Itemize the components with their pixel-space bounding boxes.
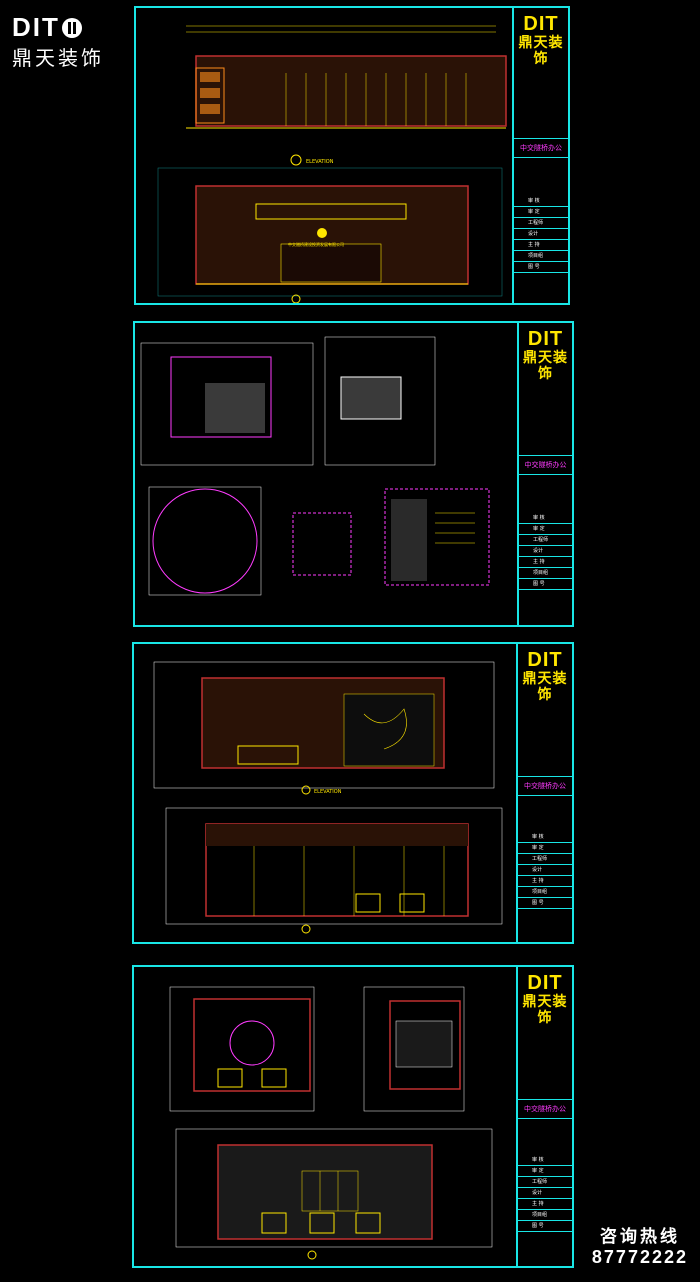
- svg-text:ELEVATION: ELEVATION: [306, 159, 334, 165]
- hotline-number: 87772222: [591, 1247, 688, 1267]
- svg-text:中交隧桥建设投资发展有限公司: 中交隧桥建设投资发展有限公司: [288, 241, 344, 247]
- logo-chinese: 鼎天装饰: [12, 46, 104, 70]
- sheet-2-drawing: [140, 336, 490, 596]
- logo-o-icon: [61, 18, 82, 38]
- hotline: 咨询热线 87772222: [592, 1222, 688, 1268]
- hotline-title: 咨询热线: [599, 1227, 680, 1247]
- sheet-1-drawing: ELEVATION 中交隧桥建设投资发展有限公司: [157, 25, 507, 303]
- sheet-3-drawing: ELEVATION: [153, 661, 503, 934]
- sheet-4-drawing: [169, 986, 493, 1260]
- svg-text:ELEVATION: ELEVATION: [314, 789, 342, 795]
- company-logo: DIT 鼎天装饰: [12, 14, 112, 71]
- logo-english: DIT: [12, 14, 112, 40]
